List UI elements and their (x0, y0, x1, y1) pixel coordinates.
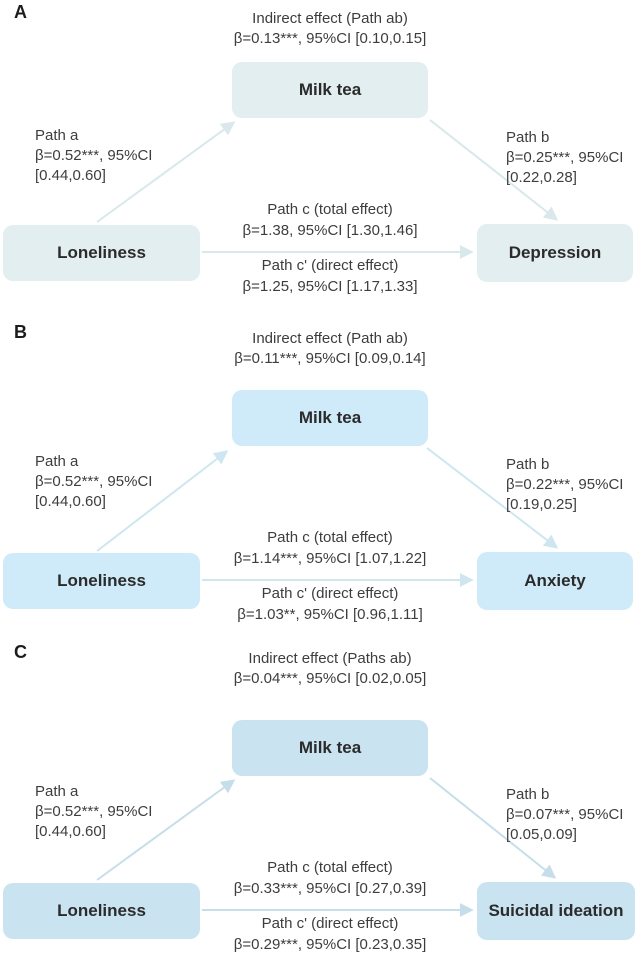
mediator-label: Milk tea (298, 738, 362, 757)
arrow-path-b (429, 777, 557, 879)
predictor-label: Loneliness (57, 901, 146, 920)
predictor-label: Loneliness (57, 571, 146, 590)
path-c-label: Path c (total effect) β=1.14***, 95%CI [… (234, 527, 427, 569)
arrow-path-a (96, 450, 229, 552)
path-a-title: Path a (35, 453, 79, 470)
path-c-prime-title: Path c' (direct effect) (261, 585, 399, 602)
indirect-effect-title: Indirect effect (Path ab) (252, 330, 408, 347)
arrows-layer (96, 447, 559, 587)
arrows-layer (96, 777, 557, 917)
path-a-ci: [0.44,0.60] (35, 493, 106, 510)
outcome-label: Depression (508, 243, 602, 262)
path-a-label: Path a β=0.52***, 95%CI [0.44,0.60] (35, 452, 152, 512)
path-c-prime-title: Path c' (direct effect) (261, 915, 399, 932)
indirect-effect-value: β=0.11***, 95%CI [0.09,0.14] (234, 350, 426, 367)
path-a-label: Path a β=0.52***, 95%CI [0.44,0.60] (35, 126, 152, 186)
outcome-label: Suicidal ideation (488, 901, 624, 920)
path-b-ci: [0.05,0.09] (506, 826, 577, 843)
path-b-label: Path b β=0.07***, 95%CI [0.05,0.09] (506, 785, 623, 845)
mediator-box: Milk tea (232, 720, 428, 776)
mediator-box: Milk tea (232, 390, 428, 446)
path-c-beta: β=1.14***, 95%CI [1.07,1.22] (233, 550, 427, 567)
path-b-title: Path b (506, 786, 550, 803)
path-b-ci: [0.19,0.25] (506, 496, 577, 513)
path-c-prime-beta: β=0.29***, 95%CI [0.23,0.35] (233, 936, 427, 953)
path-a-beta: β=0.52***, 95%CI (35, 473, 153, 490)
path-c-title: Path c (total effect) (267, 859, 393, 876)
arrow-path-b (429, 119, 559, 221)
path-c-title: Path c (total effect) (267, 201, 393, 218)
panel-a: A Indirect effect (Path ab) β=0.13***, 9… (0, 0, 640, 320)
panel-label: A (14, 2, 27, 22)
path-c-title: Path c (total effect) (267, 529, 393, 546)
mediator-box: Milk tea (232, 62, 428, 118)
mediator-label: Milk tea (298, 408, 362, 427)
path-b-title: Path b (506, 129, 550, 146)
arrow-path-a (96, 779, 236, 881)
mediator-label: Milk tea (298, 80, 362, 99)
path-c-prime-title: Path c' (direct effect) (261, 257, 399, 274)
arrows-layer (96, 119, 559, 259)
path-b-ci: [0.22,0.28] (506, 169, 577, 186)
path-c-beta: β=0.33***, 95%CI [0.27,0.39] (233, 880, 427, 897)
panel-label: C (14, 642, 27, 662)
path-b-label: Path b β=0.22***, 95%CI [0.19,0.25] (506, 455, 623, 515)
path-c-beta: β=1.38, 95%CI [1.30,1.46] (242, 222, 418, 239)
path-c-prime-label: Path c' (direct effect) β=0.29***, 95%CI… (234, 913, 427, 955)
panel-c: C Indirect effect (Paths ab) β=0.04***, … (0, 640, 640, 959)
path-c-prime-label: Path c' (direct effect) β=1.03**, 95%CI … (237, 583, 423, 625)
indirect-effect-value: β=0.13***, 95%CI [0.10,0.15] (233, 30, 427, 47)
outcome-box: Suicidal ideation (477, 882, 635, 940)
path-a-beta: β=0.52***, 95%CI (35, 803, 153, 820)
indirect-effect-label: Indirect effect (Path ab) β=0.13***, 95%… (234, 9, 427, 49)
path-b-beta: β=0.07***, 95%CI (506, 806, 624, 823)
path-c-prime-label: Path c' (direct effect) β=1.25, 95%CI [1… (243, 255, 418, 297)
panel-b: B Indirect effect (Path ab) β=0.11***, 9… (0, 320, 640, 640)
indirect-effect-title: Indirect effect (Path ab) (252, 10, 408, 27)
path-b-label: Path b β=0.25***, 95%CI [0.22,0.28] (506, 128, 623, 188)
path-b-title: Path b (506, 456, 550, 473)
outcome-label: Anxiety (524, 571, 586, 590)
path-a-ci: [0.44,0.60] (35, 167, 106, 184)
path-a-title: Path a (35, 783, 79, 800)
outcome-box: Depression (477, 224, 633, 282)
outcome-box: Anxiety (477, 552, 633, 610)
indirect-effect-value: β=0.04***, 95%CI [0.02,0.05] (233, 670, 427, 687)
path-b-beta: β=0.25***, 95%CI (506, 149, 624, 166)
path-c-label: Path c (total effect) β=1.38, 95%CI [1.3… (243, 199, 418, 241)
predictor-box: Loneliness (3, 553, 200, 609)
indirect-effect-label: Indirect effect (Paths ab) β=0.04***, 95… (234, 649, 427, 689)
path-a-ci: [0.44,0.60] (35, 823, 106, 840)
path-c-prime-beta: β=1.25, 95%CI [1.17,1.33] (242, 278, 418, 295)
path-c-label: Path c (total effect) β=0.33***, 95%CI [… (234, 857, 427, 899)
arrow-path-b (426, 447, 559, 549)
predictor-label: Loneliness (57, 243, 146, 262)
predictor-box: Loneliness (3, 225, 200, 281)
path-a-beta: β=0.52***, 95%CI (35, 147, 153, 164)
path-b-beta: β=0.22***, 95%CI (506, 476, 624, 493)
path-c-prime-beta: β=1.03**, 95%CI [0.96,1.11] (237, 606, 423, 623)
predictor-box: Loneliness (3, 883, 200, 939)
indirect-effect-label: Indirect effect (Path ab) β=0.11***, 95%… (234, 329, 425, 369)
indirect-effect-title: Indirect effect (Paths ab) (248, 650, 412, 667)
path-a-title: Path a (35, 127, 79, 144)
arrow-path-a (96, 121, 236, 223)
panel-label: B (14, 322, 27, 342)
path-a-label: Path a β=0.52***, 95%CI [0.44,0.60] (35, 782, 152, 842)
